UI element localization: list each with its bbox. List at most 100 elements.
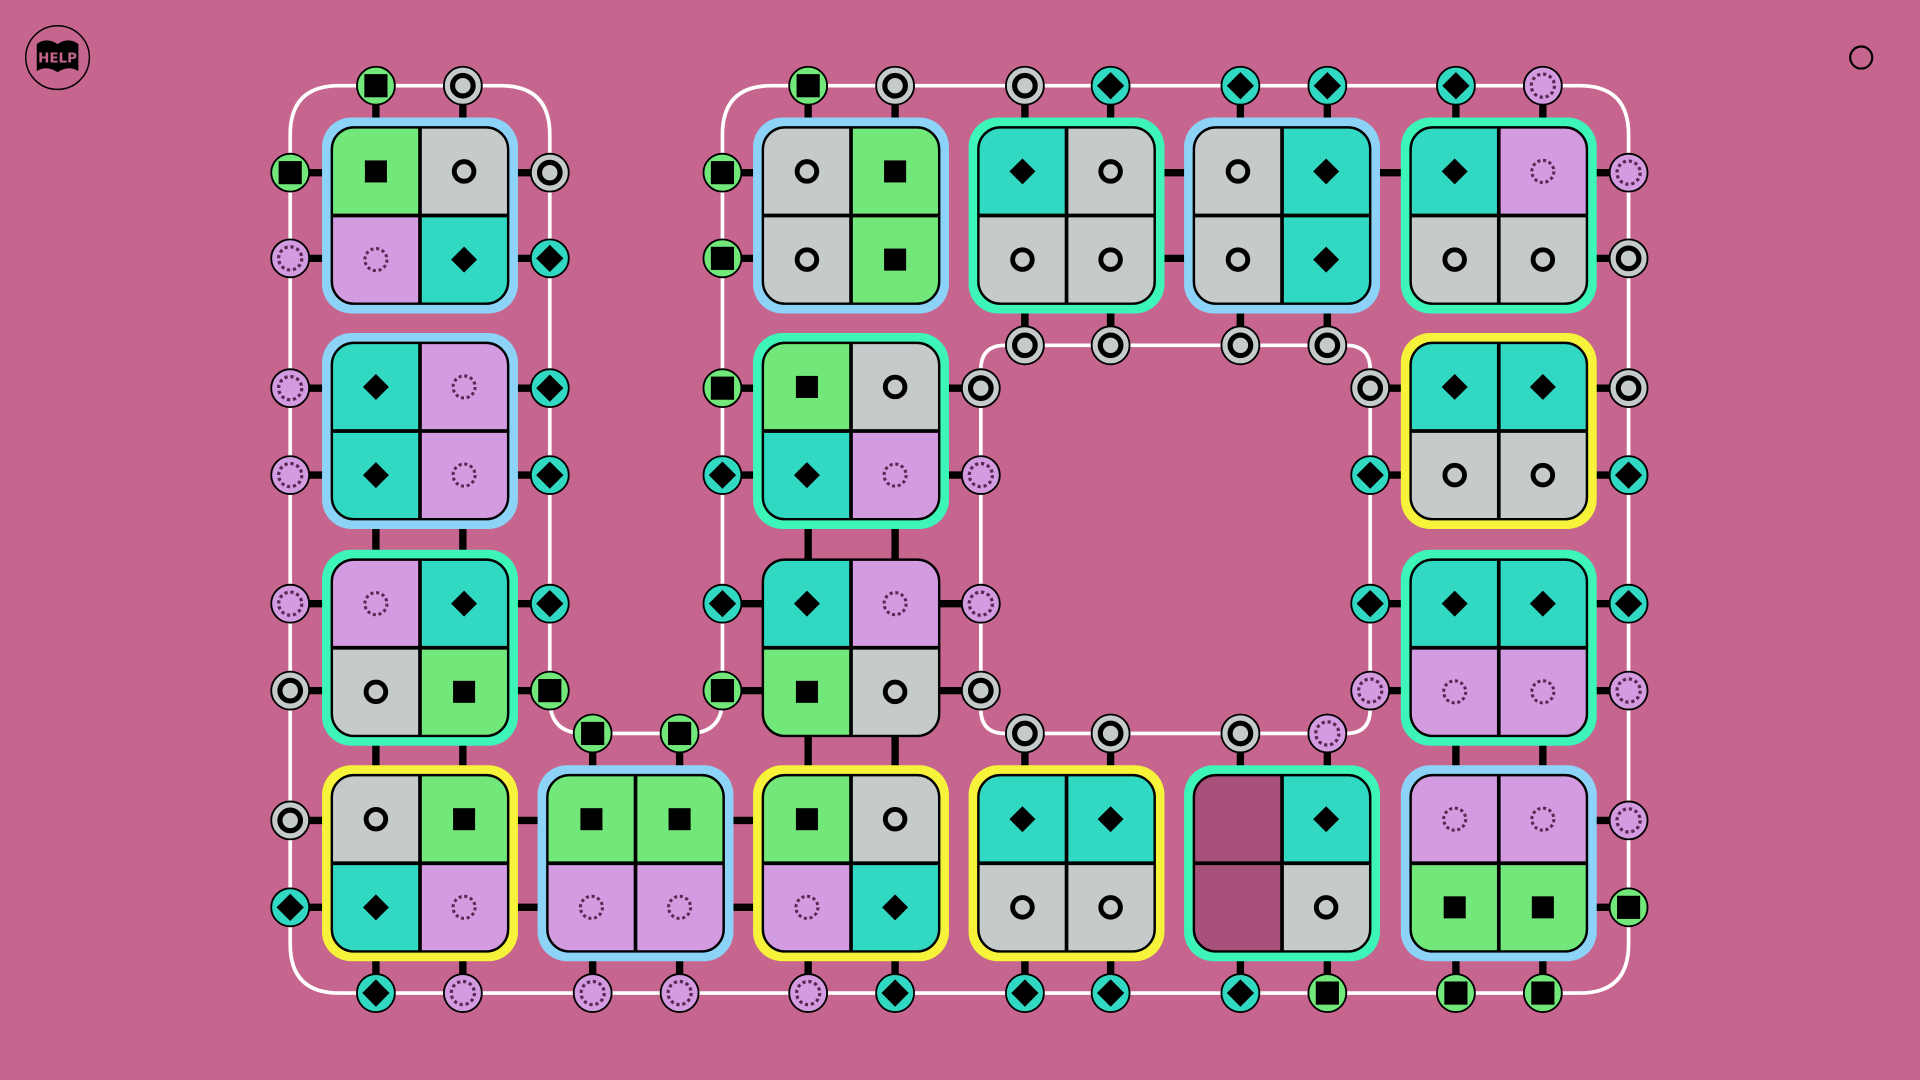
track-node-circle[interactable] <box>960 670 1001 711</box>
tile-cell-circle[interactable] <box>762 215 852 304</box>
track-node-circle[interactable] <box>1005 325 1045 366</box>
tile-cell-dotted[interactable] <box>1498 775 1587 864</box>
puzzle-tile[interactable] <box>322 333 518 529</box>
puzzle-tile[interactable] <box>761 558 941 738</box>
track-node-circle[interactable] <box>1608 368 1649 409</box>
tile-cell-circle[interactable] <box>420 127 509 216</box>
track-node-diamond[interactable] <box>1350 583 1391 624</box>
track-node-circle[interactable] <box>270 800 311 841</box>
track-node-diamond[interactable] <box>1350 455 1391 496</box>
help-button[interactable]: HELP <box>24 24 91 91</box>
track-node-dotted[interactable] <box>960 455 1001 496</box>
tile-cell-dotted[interactable] <box>1498 127 1587 216</box>
track-node-diamond[interactable] <box>702 455 743 496</box>
tile-cell-circle[interactable] <box>1410 431 1499 520</box>
puzzle-tile[interactable] <box>968 765 1165 962</box>
track-node-diamond[interactable] <box>529 238 570 279</box>
puzzle-tile[interactable] <box>1400 765 1597 962</box>
track-node-diamond[interactable] <box>529 368 570 409</box>
track-node-circle[interactable] <box>875 65 915 106</box>
tile-cell-empty[interactable] <box>1193 775 1283 864</box>
tile-cell-circle[interactable] <box>1410 215 1499 304</box>
tile-cell-dotted[interactable] <box>420 431 509 520</box>
track-node-square[interactable] <box>356 65 396 106</box>
track-node-dotted[interactable] <box>270 455 311 496</box>
tile-cell-circle[interactable] <box>1498 215 1587 304</box>
tile-cell-circle[interactable] <box>762 127 852 216</box>
track-node-dotted[interactable] <box>270 238 311 279</box>
track-node-dotted[interactable] <box>1608 152 1649 193</box>
track-node-diamond[interactable] <box>1220 973 1261 1013</box>
track-node-dotted[interactable] <box>270 368 311 409</box>
tile-cell-circle[interactable] <box>331 775 420 864</box>
puzzle-tile[interactable] <box>1400 333 1597 529</box>
tile-cell-circle[interactable] <box>978 215 1067 304</box>
track-node-circle[interactable] <box>1608 238 1649 279</box>
track-node-dotted[interactable] <box>1608 800 1649 841</box>
track-node-dotted[interactable] <box>1608 670 1649 711</box>
track-node-circle[interactable] <box>529 152 570 193</box>
track-node-dotted[interactable] <box>960 583 1001 624</box>
track-node-square[interactable] <box>702 152 743 193</box>
puzzle-tile[interactable] <box>322 117 518 314</box>
tile-cell-dotted[interactable] <box>1498 647 1587 736</box>
puzzle-tile[interactable] <box>753 117 949 314</box>
track-node-circle[interactable] <box>1307 325 1348 366</box>
tile-cell-dotted[interactable] <box>1410 647 1499 736</box>
track-node-circle[interactable] <box>960 368 1001 409</box>
track-node-dotted[interactable] <box>1350 670 1391 711</box>
tile-cell-dotted[interactable] <box>762 863 852 952</box>
track-node-dotted[interactable] <box>788 973 829 1013</box>
tile-cell-circle[interactable] <box>1282 863 1371 952</box>
tile-cell-dotted[interactable] <box>420 342 509 432</box>
tile-cell-circle[interactable] <box>1193 127 1283 216</box>
track-node-dotted[interactable] <box>270 583 311 624</box>
track-node-square[interactable] <box>702 238 743 279</box>
track-node-dotted[interactable] <box>572 973 613 1013</box>
track-node-diamond[interactable] <box>1090 973 1131 1013</box>
puzzle-tile[interactable] <box>753 333 949 529</box>
track-node-circle[interactable] <box>1005 713 1045 754</box>
tile-cell-circle[interactable] <box>851 342 940 432</box>
track-node-square[interactable] <box>659 713 700 754</box>
puzzle-tile[interactable] <box>1400 117 1597 314</box>
track-node-diamond[interactable] <box>875 973 915 1013</box>
track-node-circle[interactable] <box>1090 325 1131 366</box>
tile-cell-dotted[interactable] <box>547 863 636 952</box>
track-node-circle[interactable] <box>1350 368 1391 409</box>
tile-cell-circle[interactable] <box>978 863 1067 952</box>
track-node-diamond[interactable] <box>1090 65 1131 106</box>
track-node-square[interactable] <box>270 152 311 193</box>
puzzle-tile[interactable] <box>537 765 734 962</box>
puzzle-tile[interactable] <box>753 765 949 962</box>
tile-cell-dotted[interactable] <box>331 559 420 648</box>
tile-cell-circle[interactable] <box>1066 863 1155 952</box>
tile-cell-dotted[interactable] <box>635 863 724 952</box>
track-node-square[interactable] <box>529 670 570 711</box>
tile-cell-circle[interactable] <box>331 647 420 736</box>
track-node-diamond[interactable] <box>702 583 743 624</box>
track-node-diamond[interactable] <box>270 887 311 928</box>
tile-cell-circle[interactable] <box>1193 215 1283 304</box>
track-node-diamond[interactable] <box>1608 455 1649 496</box>
circle-menu-icon[interactable] <box>1849 45 1874 70</box>
tile-cell-dotted[interactable] <box>1410 775 1499 864</box>
tile-cell-dotted[interactable] <box>331 215 420 304</box>
puzzle-tile[interactable] <box>322 765 518 962</box>
track-node-square[interactable] <box>1522 973 1563 1013</box>
tile-cell-empty[interactable] <box>1193 863 1283 952</box>
track-node-diamond[interactable] <box>356 973 396 1013</box>
track-node-dotted[interactable] <box>1307 713 1348 754</box>
tile-cell-dotted[interactable] <box>420 863 509 952</box>
puzzle-tile[interactable] <box>968 117 1165 314</box>
puzzle-tile[interactable] <box>322 549 518 746</box>
track-node-dotted[interactable] <box>1522 65 1563 106</box>
track-node-square[interactable] <box>572 713 613 754</box>
track-node-diamond[interactable] <box>1307 65 1348 106</box>
track-node-circle[interactable] <box>442 65 483 106</box>
track-node-circle[interactable] <box>1005 65 1045 106</box>
track-node-diamond[interactable] <box>1436 65 1476 106</box>
track-node-diamond[interactable] <box>1220 65 1261 106</box>
track-node-square[interactable] <box>1436 973 1476 1013</box>
track-node-square[interactable] <box>1307 973 1348 1013</box>
